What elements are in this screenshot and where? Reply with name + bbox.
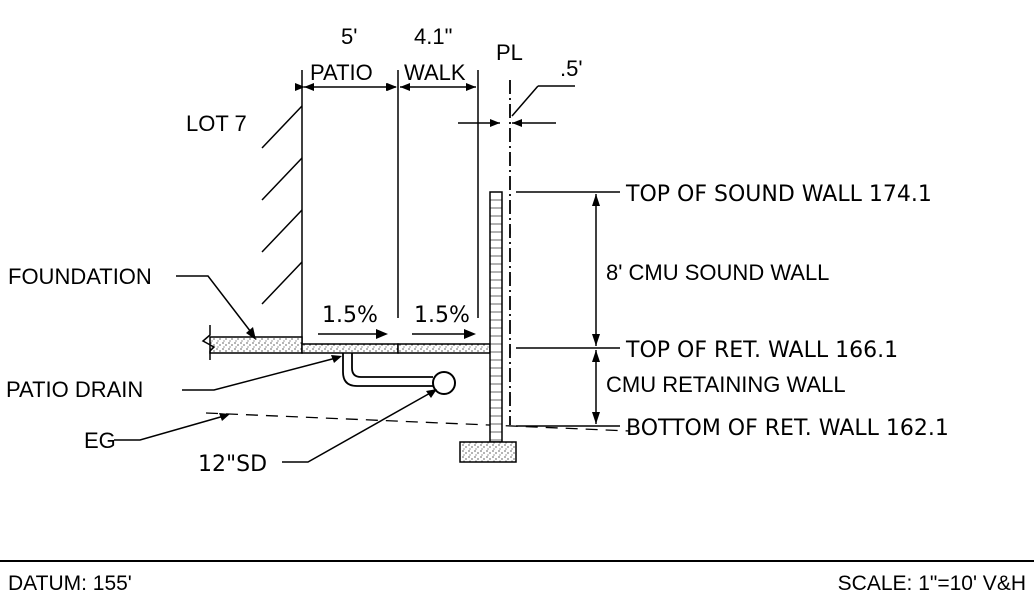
patio-slope: 1.5%: [322, 303, 378, 328]
walk-slope-arrowhead: [464, 329, 476, 339]
cmu-wall: [489, 191, 503, 443]
patio-drain-label: PATIO DRAIN: [6, 377, 143, 402]
offset-dim: .5': [560, 56, 583, 81]
patio-drain-arrow: [331, 355, 342, 363]
patio-drain-pipe: [342, 353, 433, 387]
patio-slope-arrowhead: [376, 329, 388, 339]
patio-slab: [301, 343, 399, 354]
patio-dim-arrow-left: [304, 83, 314, 91]
top-ret-wall-elev: TOP OF RET. WALL 166.1: [625, 338, 898, 363]
foundation-slab: [209, 336, 303, 354]
storm-drain-pipe: [432, 371, 456, 395]
top-sound-wall-elev: TOP OF SOUND WALL 174.1: [625, 182, 932, 207]
walk-width-dim: 4.1": [414, 24, 452, 49]
walk-dim-arrow-right: [466, 83, 476, 91]
storm-drain-leader-arrow: [426, 389, 437, 398]
offset-leader: [511, 85, 539, 117]
foundation-leader: [176, 275, 255, 337]
patio-drain-leader: [182, 357, 337, 391]
patio-width-dim: 5': [341, 24, 357, 49]
lot-hatch-2: [261, 157, 303, 201]
cmu-wall-courses: [490, 199, 502, 441]
foundation-label: FOUNDATION: [8, 264, 152, 289]
existing-grade-line: [205, 412, 631, 432]
scale-label: SCALE: 1"=10' V&H: [838, 572, 1026, 595]
storm-drain-leader: [282, 391, 433, 463]
ret-wall-dim-arrow-top: [592, 350, 600, 362]
sound-wall-dim-arrow-top: [592, 194, 600, 206]
foundation-leader-arrow: [246, 327, 256, 340]
bottom-ret-wall-elev: BOTTOM OF RET. WALL 162.1: [626, 416, 949, 441]
lot-label: LOT 7: [186, 111, 247, 136]
offset-arrow-right: [512, 119, 522, 127]
sound-wall-desc: 8' CMU SOUND WALL: [606, 260, 829, 285]
ret-wall-dim-arrow-bottom: [592, 412, 600, 424]
walk-slope: 1.5%: [414, 303, 470, 328]
eg-label: EG: [84, 428, 116, 453]
datum-label: DATUM: 155': [8, 572, 132, 595]
storm-drain-label: 12"SD: [198, 452, 267, 477]
lot-hatch-4: [261, 261, 303, 305]
lot-hatch-1: [261, 105, 303, 149]
offset-arrow-left: [490, 119, 500, 127]
sound-wall-dim-arrow-bottom: [592, 334, 600, 346]
walk-label: WALK: [404, 60, 466, 85]
property-line-label: PL: [496, 40, 523, 65]
ret-wall-desc: CMU RETAINING WALL: [606, 372, 846, 397]
walk-slab: [397, 343, 491, 354]
patio-dim-arrow-right: [386, 83, 396, 91]
lot-hatch-3: [261, 209, 303, 253]
eg-leader-arrow: [219, 413, 230, 421]
patio-label: PATIO: [310, 60, 373, 85]
foundation-break: [201, 325, 216, 360]
walk-dim-arrow-left: [400, 83, 410, 91]
eg-leader: [114, 415, 225, 441]
wall-footing: [459, 441, 517, 463]
